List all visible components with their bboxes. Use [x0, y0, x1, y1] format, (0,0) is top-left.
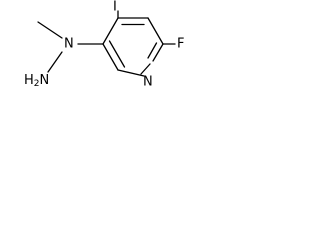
bond-c6-c1 — [152, 43, 164, 62]
ring-nitrogen-label: N — [143, 75, 153, 90]
bond-c2-c3 — [102, 43, 119, 71]
amine-group-label: H2N — [24, 73, 49, 90]
amine-hydrogen-label: H — [24, 73, 34, 88]
iodine-label: I — [113, 0, 117, 15]
hydrazine-nitrogen-label: N — [64, 37, 74, 52]
bond-c6-c1-inner — [147, 42, 158, 59]
bond-c1-n-ring — [117, 69, 145, 77]
atom-labels: I F N N H2N — [24, 0, 184, 90]
bonds — [37, 10, 176, 77]
molecule-structure: I F N N H2N — [24, 0, 184, 90]
bond-c3-c4 — [102, 17, 119, 45]
bond-n-methyl — [37, 21, 63, 39]
bond-n-ring-c2 — [140, 63, 151, 75]
bond-c5-c6 — [147, 17, 164, 45]
bond-n-n — [47, 51, 63, 73]
amine-hydrogen-count: 2 — [34, 79, 40, 89]
amine-nitrogen-label: N — [40, 73, 50, 88]
bond-c2-c3-inner — [108, 40, 126, 68]
fluorine-label: F — [177, 37, 184, 52]
